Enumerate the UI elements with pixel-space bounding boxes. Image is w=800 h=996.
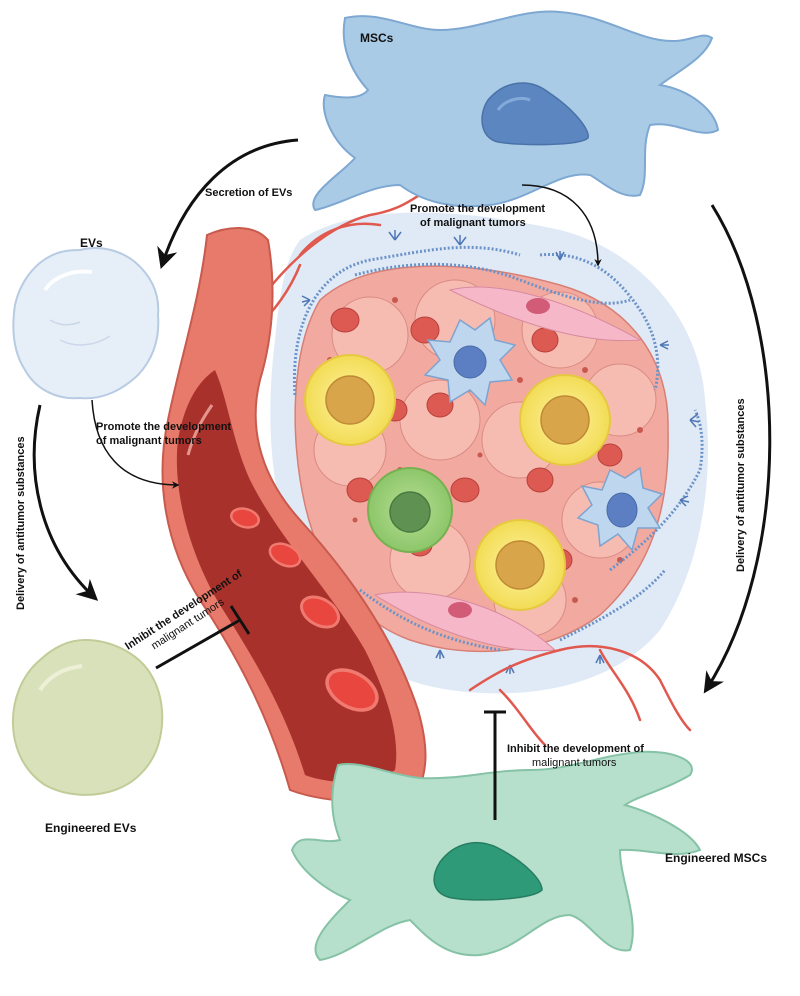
fibroblast-top bbox=[448, 286, 642, 342]
arrow-delivery-right bbox=[703, 204, 772, 694]
immune-cell-yellow-3 bbox=[474, 519, 566, 611]
blood-vessel bbox=[161, 227, 427, 803]
vessel-highlight bbox=[186, 404, 214, 456]
label-evs: EVs bbox=[80, 236, 103, 250]
label-engineered-evs: Engineered EVs bbox=[45, 821, 137, 835]
msc-cell bbox=[312, 10, 720, 212]
label-inhibit-bottom-2: malignant tumors bbox=[532, 757, 617, 769]
dendritic-cell-2 bbox=[576, 466, 664, 552]
arrow-delivery-left bbox=[32, 404, 99, 601]
label-delivery-left: Delivery of antitumor substances bbox=[15, 436, 27, 610]
label-engineered-mscs: Engineered MSCs bbox=[665, 851, 767, 865]
engineered-ev-vesicle bbox=[11, 638, 164, 796]
engineered-msc-nucleus bbox=[433, 841, 543, 901]
label-promote-top-2: of malignant tumors bbox=[420, 217, 526, 229]
collagen-fibers bbox=[292, 245, 704, 652]
label-delivery-right: Delivery of antitumor substances bbox=[735, 398, 747, 572]
tumor-microenvironment bbox=[253, 193, 708, 747]
arrow-promote-left bbox=[91, 399, 180, 489]
msc-nucleus bbox=[481, 82, 589, 146]
label-promote-top-1: Promote the development bbox=[410, 203, 545, 215]
ev-vesicle bbox=[12, 247, 160, 400]
label-promote-left-2: of malignant tumors bbox=[96, 435, 202, 447]
dendritic-cell-1 bbox=[423, 316, 517, 407]
arrow-secretion bbox=[157, 138, 299, 269]
immune-cell-yellow-1 bbox=[304, 354, 396, 446]
label-inhibit-bottom-1: Inhibit the development of bbox=[507, 743, 644, 755]
label-promote-left-1: Promote the development bbox=[96, 421, 231, 433]
arrow-promote-top bbox=[521, 184, 602, 267]
inhibit-line-left bbox=[155, 618, 241, 670]
inhibit-bar-left bbox=[229, 605, 251, 635]
immune-cell-green bbox=[367, 467, 453, 553]
engineered-msc-cell bbox=[290, 750, 702, 962]
red-blood-cells bbox=[230, 507, 379, 712]
immune-cell-yellow-2 bbox=[519, 374, 611, 466]
label-secretion: Secretion of EVs bbox=[205, 187, 292, 199]
fibroblast-bottom bbox=[373, 591, 557, 652]
arrows bbox=[32, 138, 772, 820]
label-mscs: MSCs bbox=[360, 31, 394, 45]
